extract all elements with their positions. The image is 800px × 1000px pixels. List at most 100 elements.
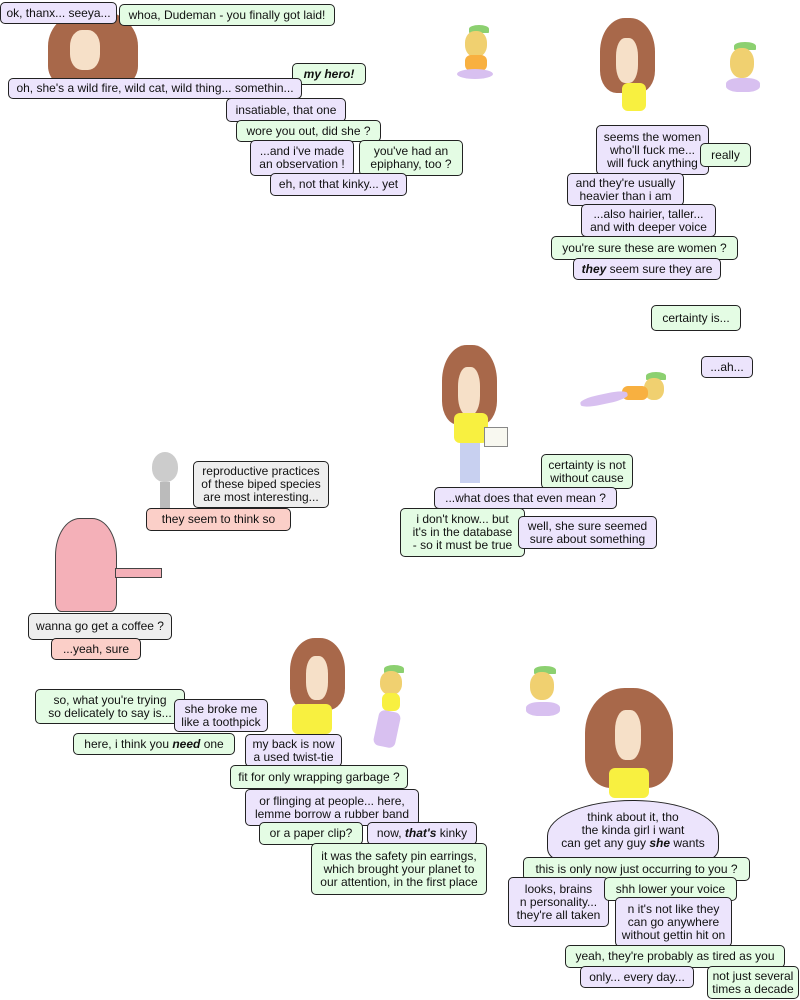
speech-bubble-text: reproductive practices of these biped sp… [201,464,321,504]
speech-bubble: whoa, Dudeman - you finally got laid! [119,4,335,26]
speech-bubble: really [700,143,751,167]
dudeman-figure-top-right [600,18,660,128]
speech-bubble-text: you've had an epiphany, too ? [370,144,452,171]
girl-floating-figure-3 [522,666,564,724]
speech-bubble-text: think about it, tho the kinda girl i wan… [561,809,705,850]
speech-bubble: ...yeah, sure [51,638,141,660]
speech-bubble: n it's not like they can go anywhere wit… [615,897,732,947]
speech-bubble-text-part: here, i think you [84,736,173,751]
speech-bubble: insatiable, that one [226,98,346,122]
speech-bubble: she broke me like a toothpick [174,699,268,732]
girl-floating-figure-2 [722,42,764,102]
speech-bubble: reproductive practices of these biped sp… [193,461,329,508]
speech-bubble-text: not just several times a decade [712,968,794,996]
speech-bubble-text-part: kinky [436,826,468,840]
speech-bubble: seems the women who'll fuck me... will f… [596,125,709,175]
speech-bubble-text: fit for only wrapping garbage ? [238,769,400,784]
speech-bubble-text: they seem sure they are [581,261,713,276]
speech-bubble: ...ah... [701,356,753,378]
speech-bubble-text: my hero! [303,66,355,81]
speech-bubble: yeah, they're probably as tired as you [565,945,785,968]
speech-bubble-text: and they're usually heavier than i am [575,175,676,203]
speech-bubble: now, that's kinky [367,822,477,845]
speech-bubble-text-part: think about it, tho the kinda girl i wan… [561,809,685,850]
speech-bubble-text: ...yeah, sure [62,641,130,656]
speech-bubble: ...and i've made an observation ! [250,140,354,176]
girl-flying-figure [570,372,670,417]
emphasized-text: they [581,261,607,276]
speech-bubble-text: wore you out, did she ? [246,123,371,138]
speech-bubble-text: eh, not that kinky... yet [278,177,399,191]
speech-bubble-text: ...what does that even mean ? [445,490,606,505]
speech-bubble: certainty is... [651,305,741,331]
speech-bubble: or flinging at people... here, lemme bor… [245,789,419,826]
emphasized-text: she [649,835,671,850]
speech-bubble: looks, brains n personality... they're a… [508,877,609,927]
speech-bubble: i don't know... but it's in the database… [400,508,525,557]
speech-bubble: my back is now a used twist-tie [245,734,342,767]
speech-bubble-text: ...ah... [710,359,744,374]
speech-bubble: you've had an epiphany, too ? [359,140,463,176]
speech-bubble-text: you're sure these are women ? [562,240,727,255]
speech-bubble-text: shh lower your voice [615,881,726,896]
speech-bubble-text: ...and i've made an observation ! [259,144,345,171]
speech-bubble: wore you out, did she ? [236,120,381,142]
dudeman-figure-bottom-right [585,688,675,808]
speech-bubble: they seem sure they are [573,258,721,280]
speech-bubble-text-part: wants [670,835,705,850]
girl-floating-figure [455,25,495,80]
speech-bubble: fit for only wrapping garbage ? [230,765,408,789]
speech-bubble: wanna go get a coffee ? [28,613,172,640]
speech-bubble-text: really [711,147,740,162]
speech-bubble-text: this is only now just occurring to you ? [535,861,738,876]
speech-bubble-text: oh, she's a wild fire, wild cat, wild th… [16,81,294,95]
speech-bubble: and they're usually heavier than i am [567,173,684,206]
speech-bubble-text: it was the safety pin earrings, which br… [320,848,478,889]
girl-standing-figure [368,665,413,750]
speech-bubble: not just several times a decade [707,966,799,999]
speech-bubble: here, i think you need one [73,733,235,755]
emphasized-text: my hero! [303,66,355,81]
speech-bubble-text: only... every day... [589,969,685,984]
speech-bubble-text: well, she sure seemed sure about somethi… [527,518,648,546]
speech-bubble: eh, not that kinky... yet [270,173,407,196]
pink-robot-figure [45,518,165,613]
speech-bubble: oh, she's a wild fire, wild cat, wild th… [8,78,302,99]
speech-bubble-text: my back is now a used twist-tie [252,736,335,764]
speech-bubble-text: seems the women who'll fuck me... will f… [603,129,702,170]
dudeman-figure-bottom-left [290,638,350,738]
speech-bubble-text: looks, brains n personality... they're a… [516,881,601,922]
speech-bubble-text: wanna go get a coffee ? [36,619,164,633]
speech-bubble-text: ok, thanx... seeya... [6,5,111,20]
speech-bubble-text-part: one [200,736,224,751]
speech-bubble-text: n it's not like they can go anywhere wit… [621,901,726,942]
speech-bubble: ...what does that even mean ? [434,487,617,509]
speech-bubble-text: i don't know... but it's in the database… [412,512,513,552]
speech-bubble: ...also hairier, taller... and with deep… [581,204,716,237]
speech-bubble-text: ...also hairier, taller... and with deep… [590,206,707,234]
speech-bubble-text: or a paper clip? [269,826,353,840]
speech-bubble: well, she sure seemed sure about somethi… [518,516,657,549]
speech-bubble: it was the safety pin earrings, which br… [311,843,487,895]
speech-bubble-text: certainty is... [662,310,730,325]
speech-bubble: certainty is not without cause [541,454,633,489]
dudeman-pizza-figure [440,345,510,485]
speech-bubble-text-part: seem sure they are [606,261,713,276]
speech-bubble: so, what you're trying so delicately to … [35,689,185,724]
speech-bubble-text: or flinging at people... here, lemme bor… [254,793,410,821]
speech-bubble-text-part: now, [376,826,405,840]
speech-bubble-text: here, i think you need one [84,736,224,751]
speech-bubble: think about it, tho the kinda girl i wan… [547,800,719,860]
speech-bubble: only... every day... [580,966,694,988]
emphasized-text: need [172,736,201,751]
speech-bubble-text: yeah, they're probably as tired as you [575,949,775,963]
emphasized-text: that's [404,826,437,840]
speech-bubble: they seem to think so [146,508,291,531]
speech-bubble: or a paper clip? [259,822,363,845]
speech-bubble: you're sure these are women ? [551,236,738,260]
speech-bubble-text: insatiable, that one [235,102,337,117]
alien-gray-figure [150,452,180,512]
speech-bubble: my hero! [292,63,366,85]
speech-bubble-text: so, what you're trying so delicately to … [48,692,172,720]
speech-bubble-text: whoa, Dudeman - you finally got laid! [128,7,326,22]
